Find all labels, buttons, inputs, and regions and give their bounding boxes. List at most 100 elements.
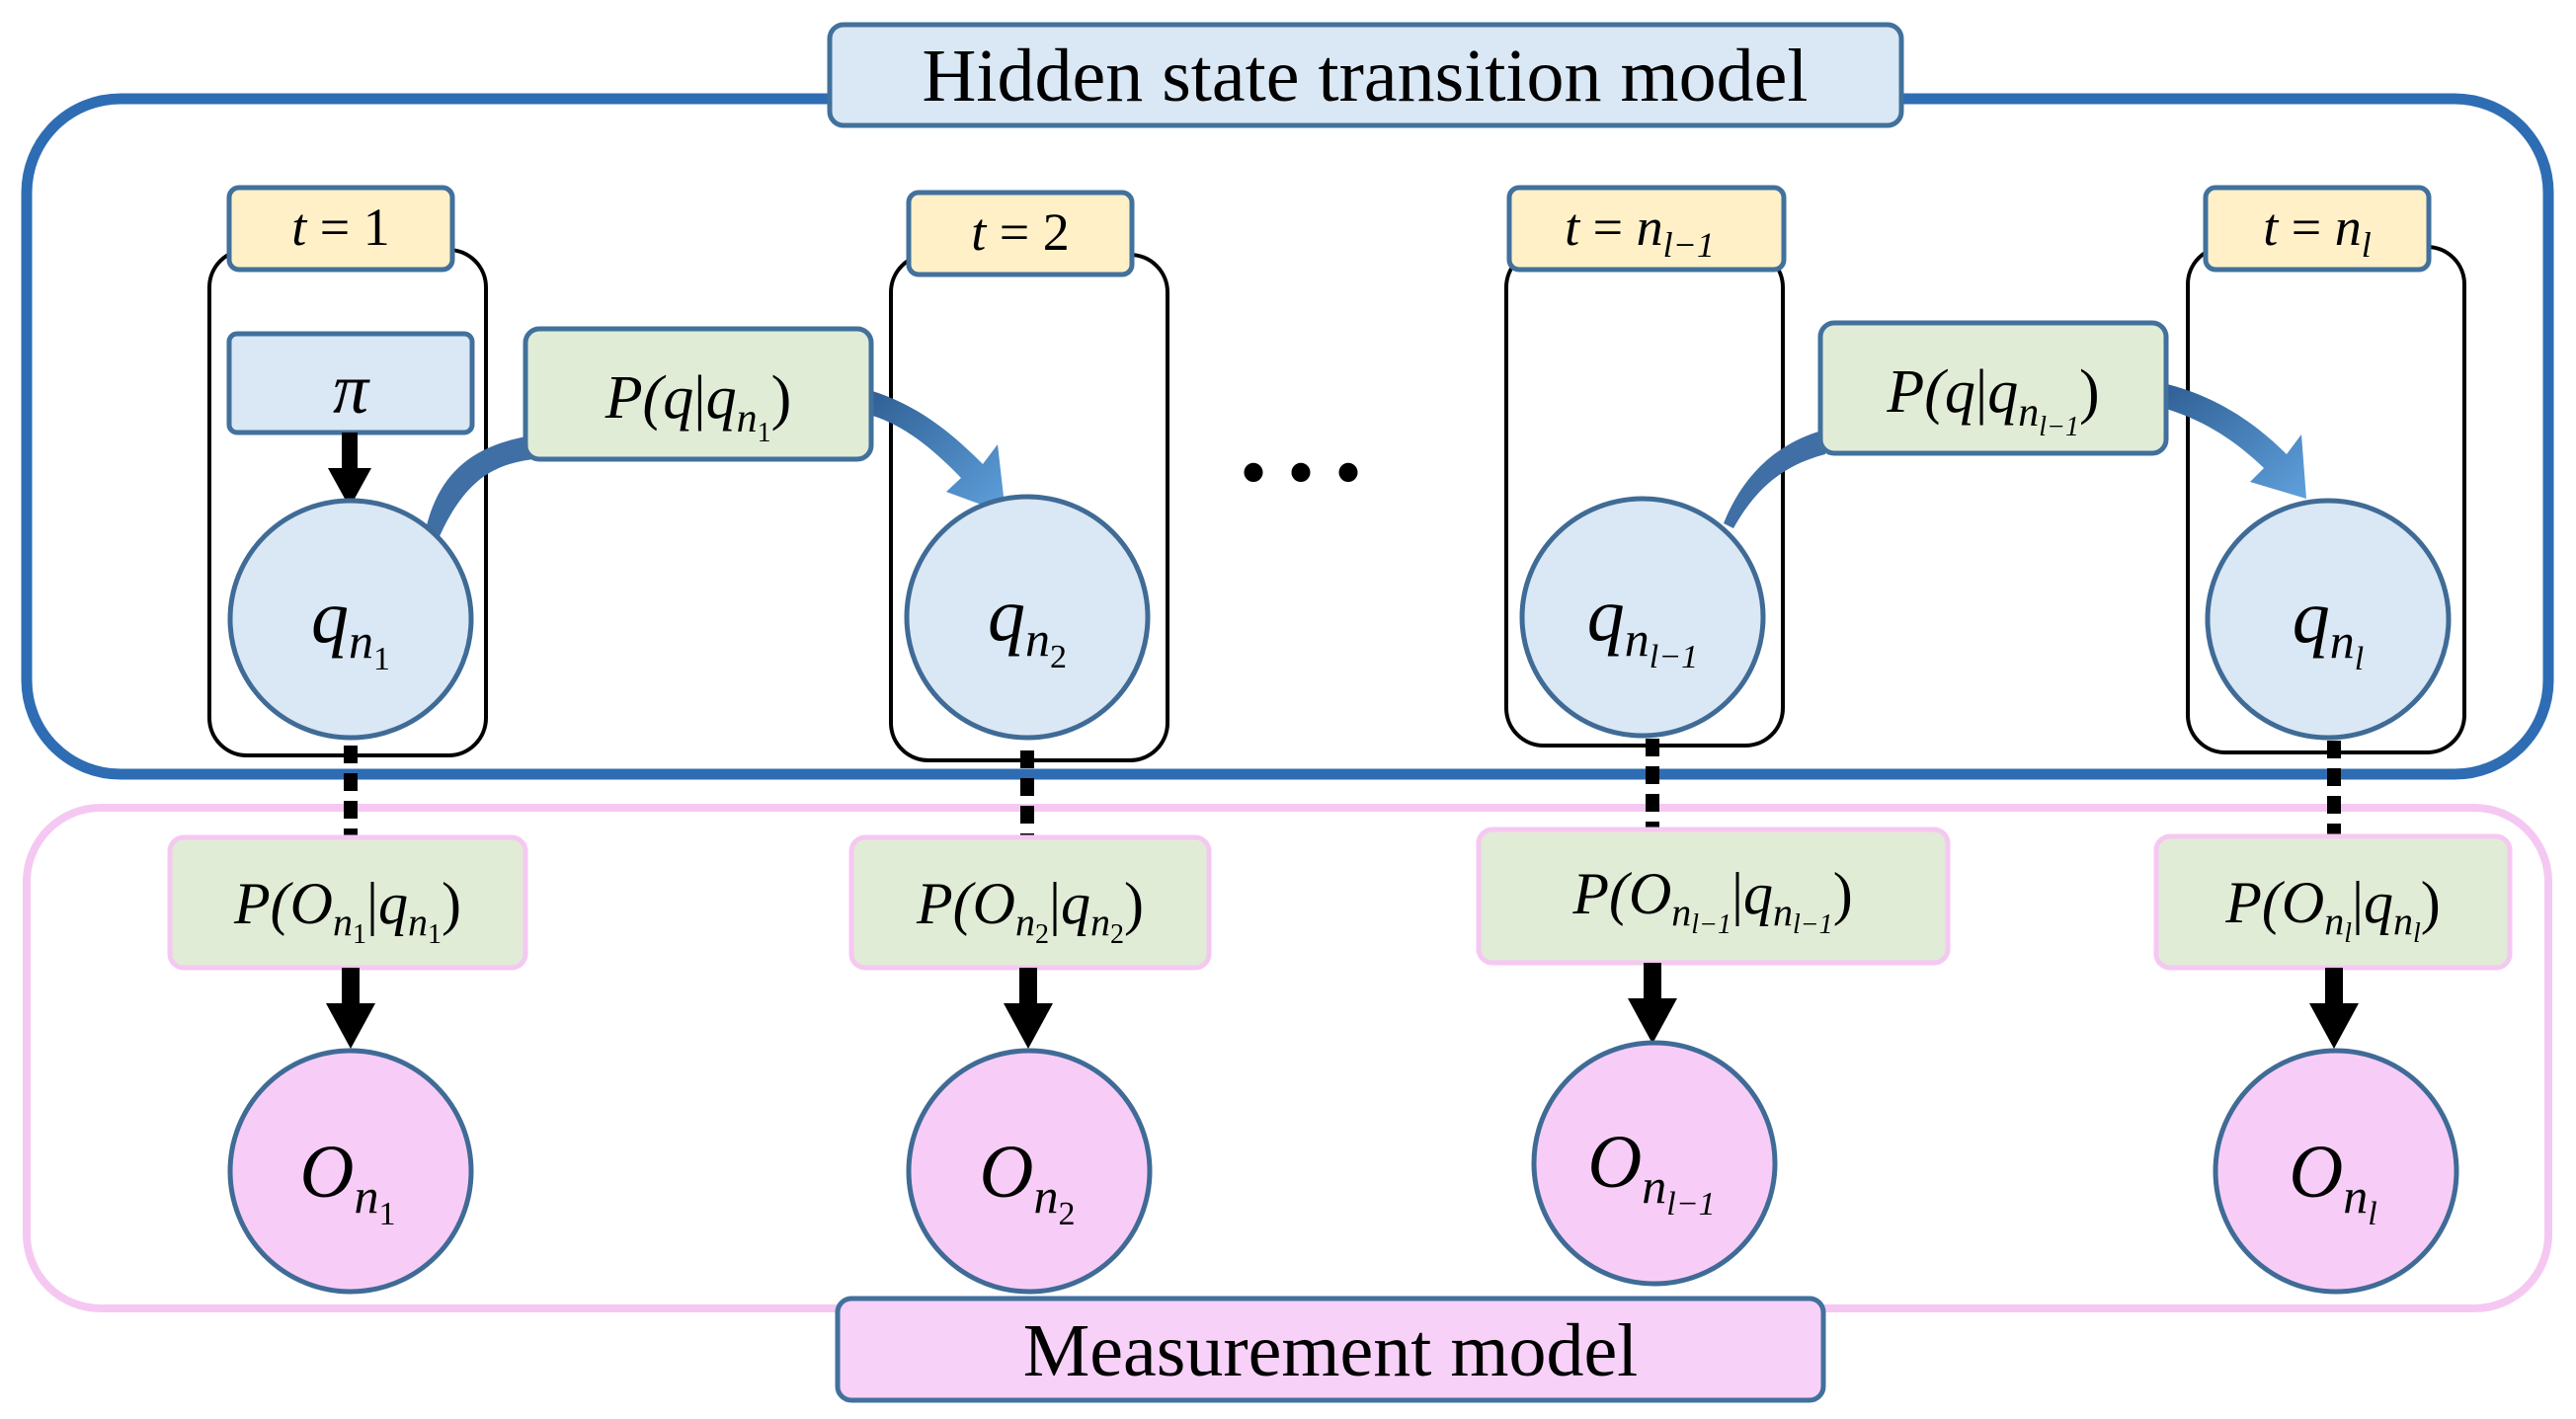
em-osubsub: 1: [353, 919, 366, 950]
time-eq: =: [2278, 197, 2334, 257]
em-q: q: [1061, 871, 1090, 936]
svg-text:On2: On2: [980, 1131, 1076, 1232]
prob-q: q: [663, 364, 693, 432]
state-base: q: [2293, 576, 2330, 659]
state-sub: n: [349, 613, 373, 669]
time-eq: =: [986, 202, 1042, 262]
time-val: 1: [363, 197, 390, 257]
initial-arrow: [328, 433, 371, 508]
obs-sub: n: [1033, 1168, 1058, 1223]
time-label-4: t = nl: [2203, 185, 2432, 273]
prob-sub: n: [737, 396, 758, 441]
transition-prob-1: P(q|qn1): [523, 326, 874, 462]
em-qsub: n: [2393, 899, 2413, 943]
obs-base: O: [1587, 1121, 1642, 1204]
em-qsub: n: [408, 900, 428, 944]
transition-arrow-2: [1724, 430, 1825, 528]
state-subsub: l: [2355, 641, 2364, 677]
emission-prob-1: P(On1|qn1): [167, 834, 528, 971]
time-var: t: [1565, 197, 1581, 257]
em-osub: n: [333, 900, 353, 944]
emission-arrow-1: [326, 968, 375, 1049]
em-osubsub: 2: [1035, 919, 1049, 950]
em-osubsub: l: [2344, 918, 2352, 949]
state-base: q: [1587, 574, 1625, 657]
svg-text:Onl−1: Onl−1: [1587, 1121, 1715, 1222]
prob-open: P(: [1886, 358, 1948, 426]
em-bar: |: [366, 871, 378, 936]
em-osub: n: [2324, 899, 2344, 943]
transition-prob-2: P(q|qnl−1): [1817, 320, 2169, 456]
time-val: n: [2335, 197, 2362, 257]
em-bar: |: [2352, 870, 2364, 935]
emission-prob-2: P(On2|qn2): [848, 834, 1212, 971]
initial-distribution: π: [226, 331, 475, 435]
prob-close: ): [2079, 358, 2100, 426]
em-o: O: [290, 871, 333, 936]
obs-subsub: 2: [1058, 1196, 1075, 1232]
transition-arrow-1-head: [869, 390, 1006, 513]
time-sub: l: [2362, 225, 2372, 265]
em-o: O: [1629, 861, 1671, 926]
em-o: O: [973, 871, 1015, 936]
ellipsis: • • •: [1240, 430, 1362, 516]
obs-base: O: [980, 1131, 1034, 1214]
svg-text:Onl: Onl: [2289, 1131, 2376, 1232]
state-base: q: [988, 574, 1025, 657]
state-subsub: l−1: [1650, 639, 1698, 675]
svg-text:qn1: qn1: [311, 576, 390, 677]
svg-text:qnl−1: qnl−1: [1587, 574, 1698, 675]
em-qsubsub: 1: [428, 919, 442, 950]
obs-sub: n: [2343, 1168, 2368, 1223]
transition-arrow-1: [423, 434, 538, 548]
em-close: ): [442, 871, 461, 936]
time-label-3: t = nl−1: [1506, 185, 1787, 273]
em-bar: |: [1731, 861, 1743, 926]
svg-text:P(Onl|qnl): P(Onl|qnl): [2224, 870, 2441, 949]
transition-arrow-2-head: [2163, 383, 2306, 499]
svg-text:t = nl: t = nl: [2263, 197, 2372, 265]
state-sub: n: [2330, 613, 2355, 669]
prob-subsub: 1: [758, 418, 771, 448]
em-q: q: [2364, 870, 2393, 935]
em-q: q: [1743, 861, 1773, 926]
state-subsub: 1: [373, 641, 390, 677]
em-close: ): [1124, 871, 1144, 936]
svg-text:P(On1|qn1): P(On1|qn1): [233, 871, 461, 950]
obs-sub: n: [1642, 1158, 1666, 1214]
em-close: ): [1833, 861, 1853, 926]
prob-q: q: [1945, 358, 1975, 426]
prob-sub: n: [2018, 390, 2039, 435]
pi-symbol: π: [333, 350, 370, 429]
em-qsub: n: [1090, 900, 1110, 944]
em-osubsub: l−1: [1691, 909, 1731, 940]
state-node-3: qnl−1: [1519, 496, 1766, 739]
measurement-model-title-text: Measurement model: [1023, 1309, 1639, 1392]
obs-base: O: [300, 1131, 355, 1214]
svg-text:P(Onl−1|qnl−1): P(Onl−1|qnl−1): [1571, 861, 1852, 940]
svg-text:P(q|qn1): P(q|qn1): [604, 364, 792, 448]
measurement-model-title: Measurement model: [835, 1296, 1826, 1403]
time-eq: =: [306, 197, 362, 257]
emission-arrow-4: [2309, 968, 2359, 1049]
prob-bar: |: [693, 364, 705, 432]
svg-text:t = 2: t = 2: [971, 202, 1069, 262]
obs-subsub: l−1: [1666, 1186, 1715, 1222]
obs-sub: n: [354, 1168, 378, 1223]
prob-open: P(: [604, 364, 667, 432]
em-open: P(: [2224, 870, 2286, 935]
svg-text:qn2: qn2: [988, 574, 1067, 675]
obs-node-2: On2: [906, 1048, 1153, 1295]
svg-text:qnl: qnl: [2293, 576, 2364, 677]
em-qsubsub: l: [2413, 918, 2421, 949]
state-node-2: qn2: [904, 494, 1151, 741]
svg-text:On1: On1: [300, 1131, 396, 1232]
time-val: 2: [1043, 202, 1070, 262]
em-close: ): [2421, 870, 2441, 935]
svg-text:P(q|qnl−1): P(q|qnl−1): [1886, 358, 2099, 442]
obs-node-1: On1: [227, 1048, 474, 1295]
emission-prob-3: P(Onl−1|qnl−1): [1476, 827, 1951, 966]
state-node-4: qnl: [2205, 498, 2452, 741]
